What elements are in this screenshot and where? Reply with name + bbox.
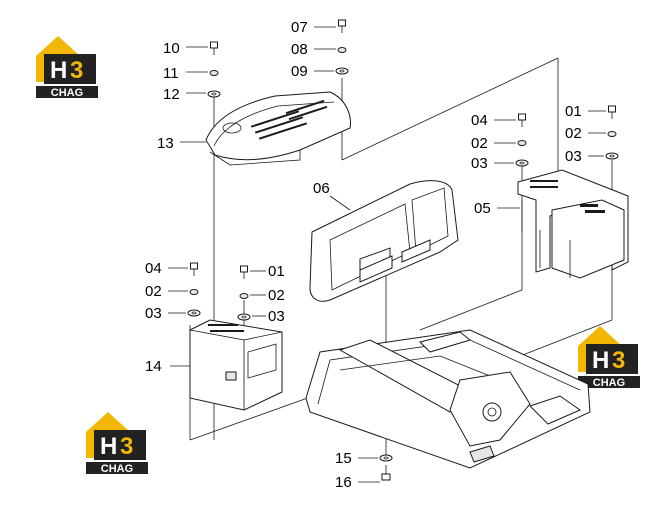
callout-08: 08 xyxy=(291,41,308,58)
washer-12[interactable] xyxy=(207,90,221,98)
lockwasher-02-left-a[interactable] xyxy=(189,289,199,295)
washer-03-right-b[interactable] xyxy=(605,152,619,160)
top-cover-13[interactable] xyxy=(205,91,351,166)
brand-logo: CHAG xyxy=(578,326,640,389)
callout-05: 05 xyxy=(474,200,491,217)
base-frame[interactable] xyxy=(305,329,591,469)
brand-wordmark: CHAG xyxy=(101,463,133,475)
callout-12: 12 xyxy=(163,86,180,103)
lockwasher-02-right-a[interactable] xyxy=(517,140,527,146)
callout-06: 06 xyxy=(313,180,330,197)
bolt-16[interactable] xyxy=(381,465,391,481)
bolt-01-right[interactable] xyxy=(608,105,616,120)
callout-02-left-b: 02 xyxy=(268,287,285,304)
brand-wordmark: CHAG xyxy=(593,377,625,389)
bolt-04-right[interactable] xyxy=(518,113,526,128)
callout-11: 11 xyxy=(163,65,179,82)
lockwasher-08[interactable] xyxy=(337,47,347,53)
callout-03-right-a: 03 xyxy=(471,155,488,172)
bolt-01-left[interactable] xyxy=(240,265,248,280)
callout-labels: 10 11 12 13 07 08 09 04 02 03 05 01 02 0… xyxy=(145,19,582,491)
callout-02-right-b: 02 xyxy=(565,125,582,142)
washer-03-right-a[interactable] xyxy=(515,159,529,167)
leader-lines xyxy=(168,26,606,483)
callout-04-left: 04 xyxy=(145,260,162,277)
bolt-10[interactable] xyxy=(210,41,218,56)
brand-logo: CHAG xyxy=(36,36,98,99)
callout-14: 14 xyxy=(145,358,162,375)
side-housing-14[interactable] xyxy=(189,319,283,411)
callout-03-left-a: 03 xyxy=(145,305,162,322)
callout-13: 13 xyxy=(157,135,174,152)
lockwasher-02-left-b[interactable] xyxy=(239,293,249,299)
callout-03-left-b: 03 xyxy=(268,308,285,325)
callout-10: 10 xyxy=(163,40,180,57)
bolt-07[interactable] xyxy=(338,19,346,34)
brand-wordmark: CHAG xyxy=(51,87,83,99)
callout-01-right: 01 xyxy=(565,103,582,120)
washer-03-left-a[interactable] xyxy=(187,309,201,317)
callout-07: 07 xyxy=(291,19,308,36)
brand-logo: CHAG xyxy=(86,412,148,475)
lockwasher-02-right-b[interactable] xyxy=(607,131,617,137)
callout-15: 15 xyxy=(335,450,352,467)
callout-02-left-a: 02 xyxy=(145,283,162,300)
washer-09[interactable] xyxy=(335,67,349,75)
rear-frame-05[interactable] xyxy=(517,169,629,279)
washer-15[interactable] xyxy=(379,454,393,462)
callout-16: 16 xyxy=(335,474,352,491)
bolt-04-left[interactable] xyxy=(190,262,198,277)
washer-03-left-b[interactable] xyxy=(237,313,251,321)
callout-01-left: 01 xyxy=(268,263,285,280)
callout-04-right: 04 xyxy=(471,112,488,129)
callout-02-right-a: 02 xyxy=(471,135,488,152)
callout-03-right-b: 03 xyxy=(565,148,582,165)
callout-09: 09 xyxy=(291,63,308,80)
side-panel-06[interactable] xyxy=(309,180,459,302)
lockwasher-11[interactable] xyxy=(209,70,219,76)
